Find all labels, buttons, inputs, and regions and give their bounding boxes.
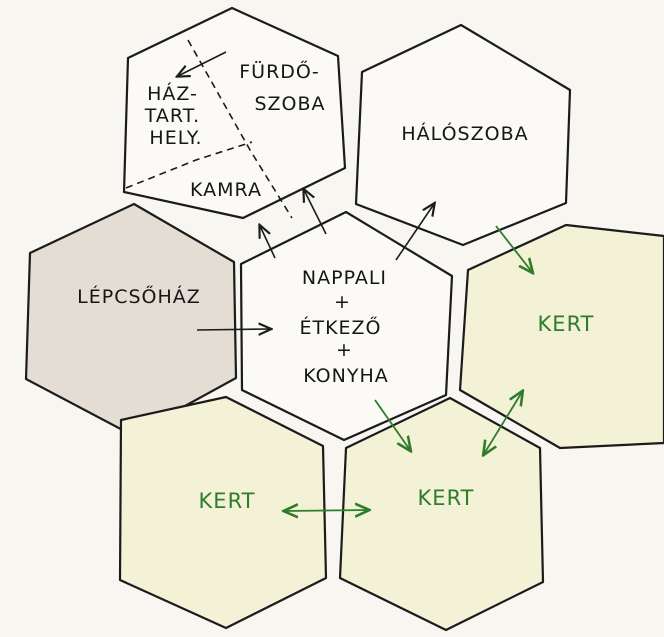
hex-kert-bottom: [338, 396, 545, 632]
hex-haztart-furdo-kamra: [122, 6, 347, 220]
partition-line-diagonal: [187, 39, 293, 219]
label-furdoszoba-line1: FÜRDŐ-: [239, 59, 319, 83]
label-nappali-line1: NAPPALI: [302, 267, 387, 289]
arrow-haloszoba-to-kert: [495, 225, 532, 272]
label-haztart-line2: TART.: [144, 105, 200, 127]
label-haztart: HÁZ- TART. HELY.: [144, 82, 207, 149]
arrow-nappali-to-kert-bottom: [374, 399, 410, 450]
label-haztart-line1: HÁZ-: [147, 82, 198, 105]
label-kert-left: KERT: [199, 489, 256, 513]
label-kamra: KAMRA: [190, 179, 262, 201]
label-haloszoba: HÁLÓSZOBA: [401, 121, 528, 145]
arrow-kert-bottom-kert-right: [484, 392, 522, 454]
arrow-kert-left-kert-bottom: [285, 510, 368, 511]
arrow-lepcsohaz-to-nappali: [196, 329, 270, 330]
arrow-kamra-to-haztart: [178, 51, 227, 76]
arrow-nappali-to-haloszoba: [395, 204, 434, 261]
hex-kert-left: [118, 395, 328, 630]
hex-kert-right: [458, 223, 664, 450]
partition-line-horizontal: [125, 141, 253, 189]
label-furdoszoba-line2: SZOBA: [254, 93, 325, 115]
hex-nappali: [239, 210, 454, 442]
label-nappali-line3: ÉTKEZŐ: [299, 315, 381, 339]
arrow-nappali-to-kamra: [260, 226, 276, 259]
label-nappali: NAPPALI + ÉTKEZŐ + KONYHA: [299, 267, 394, 387]
label-kert-right: KERT: [538, 312, 595, 336]
hex-haloszoba: [354, 23, 572, 247]
arrow-nappali-to-furdo: [304, 190, 327, 235]
label-nappali-line5: KONYHA: [303, 365, 388, 387]
label-nappali-line4: +: [336, 339, 353, 361]
label-nappali-line2: +: [334, 291, 351, 313]
label-furdoszoba: FÜRDŐ- SZOBA: [239, 59, 327, 115]
label-kert-bottom: KERT: [418, 486, 475, 510]
hex-lepcsohaz: [24, 202, 238, 437]
label-lepcsohaz: LÉPCSŐHÁZ: [77, 284, 201, 308]
label-haztart-line3: HELY.: [149, 127, 202, 149]
